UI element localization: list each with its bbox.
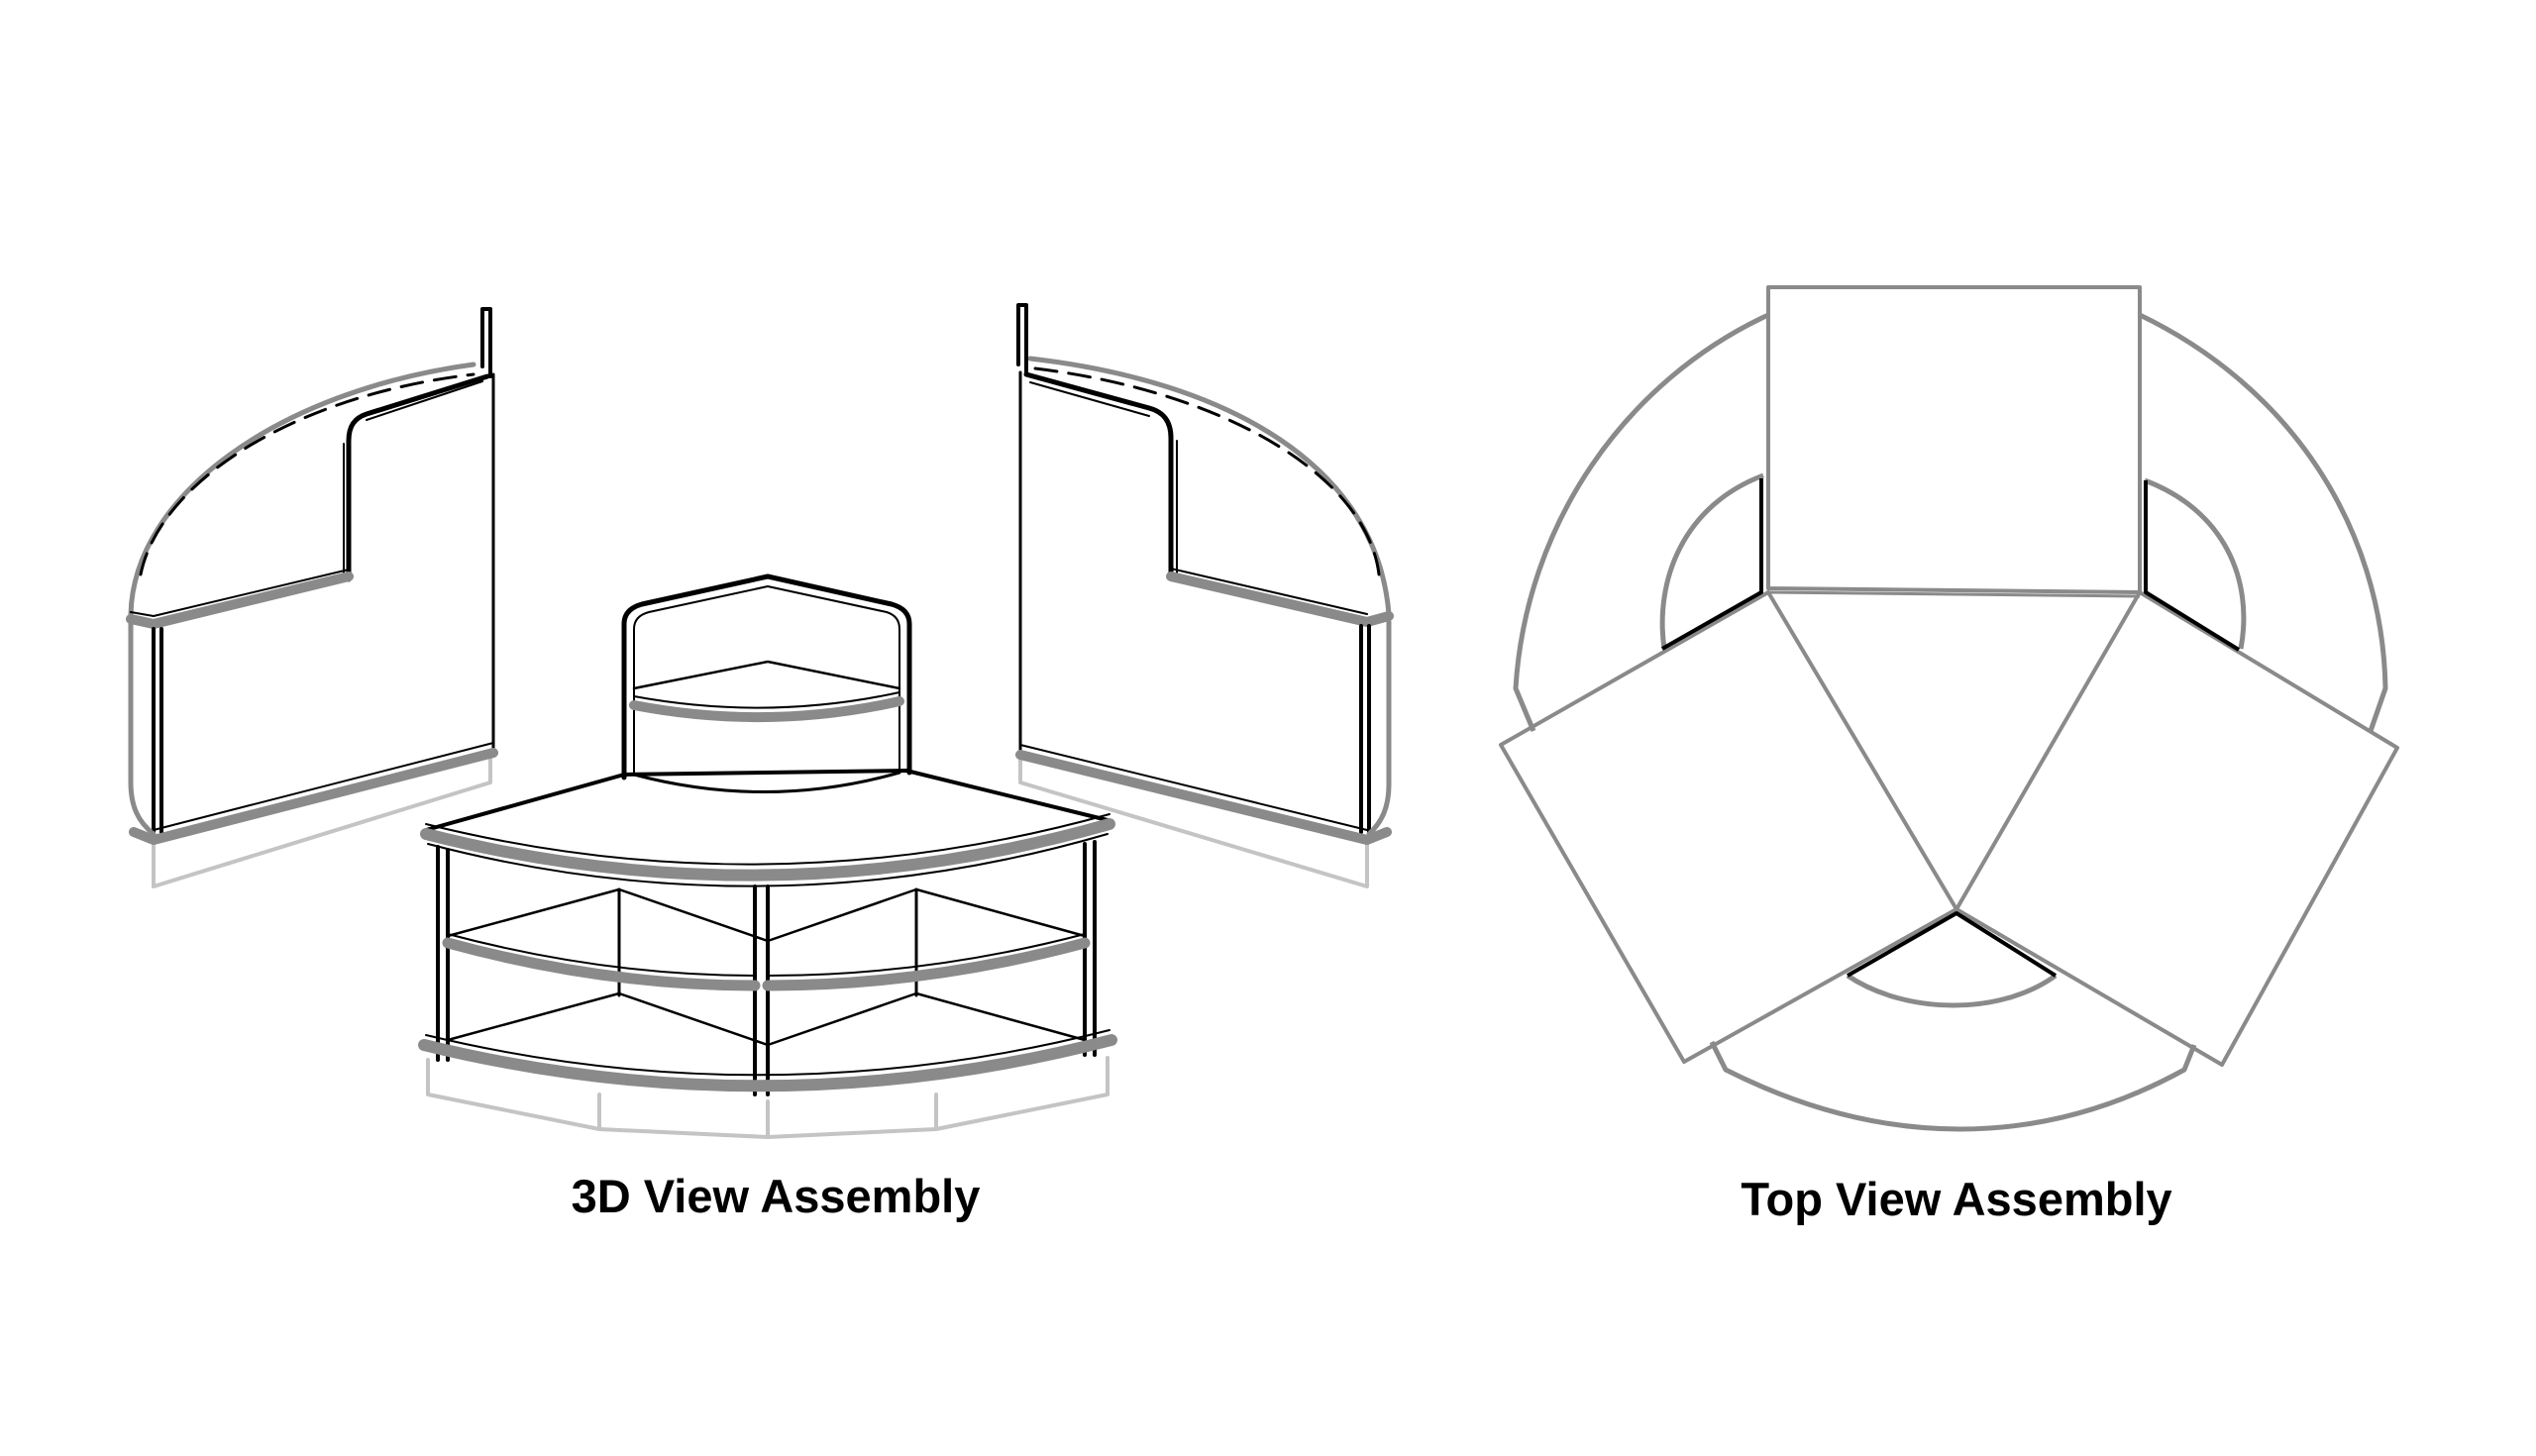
hutch-base-curve <box>632 771 901 793</box>
right-panel-post <box>1016 303 1028 376</box>
left-panel-mid-rail-line <box>130 569 350 617</box>
left-panel-post <box>480 307 492 378</box>
top-outer-arc-right <box>2138 312 2388 732</box>
top-inner-arc-bottom <box>1846 973 2058 1008</box>
shelf-plinth <box>426 1056 1110 1139</box>
hutch-shelf-line <box>633 691 900 709</box>
top-panel-right <box>1955 590 2399 1067</box>
top-outer-arc-left <box>1513 312 1770 732</box>
left-panel-front-edge <box>152 627 163 834</box>
corner-shelf-unit <box>418 573 1117 1139</box>
top-panel-back <box>1766 285 2142 594</box>
right-panel-mid-rail <box>1166 572 1394 627</box>
top-outer-arc-bottom <box>1709 1040 2197 1132</box>
middle-shelf-back <box>446 887 1087 943</box>
top-panel-left <box>1499 590 1958 1064</box>
top-view-group <box>1499 285 2399 1132</box>
caption-top-view: Top View Assembly <box>1741 1173 2172 1225</box>
right-panel-notch <box>1023 371 1174 577</box>
left-panel-front-side <box>128 621 157 837</box>
middle-shelf-front-line <box>447 933 1086 977</box>
lower-shelf-back <box>446 991 1087 1047</box>
left-panel-dome <box>128 362 476 617</box>
right-panel-front-edge <box>1359 624 1371 834</box>
right-panel-notch-inner <box>1029 381 1178 575</box>
left-panel <box>126 307 498 888</box>
3d-view-group <box>126 303 1394 1139</box>
top-inner-arc-right <box>2144 477 2247 650</box>
hutch-back-corner <box>632 660 901 690</box>
post-left <box>436 845 450 1062</box>
left-panel-bottom-rail-line <box>153 742 494 831</box>
hutch-top-outline <box>621 573 912 780</box>
left-panel-notch <box>346 373 490 582</box>
hutch-shelf <box>629 696 904 723</box>
right-panel <box>1015 303 1394 888</box>
left-panel-plinth <box>152 751 492 888</box>
top-inner-arc-left <box>1659 472 1764 650</box>
middle-shelf-front <box>442 937 1091 991</box>
bottom-rail-line <box>425 1029 1110 1077</box>
bottom-rail <box>418 1034 1117 1092</box>
top-trim-right <box>2144 480 2241 652</box>
right-panel-mid-rail-line <box>1170 568 1368 615</box>
countertop-outline <box>424 769 1110 832</box>
left-panel-dome-dash <box>139 372 476 576</box>
caption-3d-view: 3D View Assembly <box>571 1170 981 1222</box>
hutch-inner-outline <box>633 585 900 774</box>
post-right <box>1083 840 1097 1057</box>
right-panel-bottom-rail <box>1015 750 1392 845</box>
right-panel-bottom-rail-line <box>1019 744 1368 831</box>
right-panel-front-side <box>1366 619 1392 837</box>
left-panel-mid-rail <box>126 572 354 629</box>
countertop-front-line <box>425 813 1110 866</box>
top-center-divider <box>1767 590 2141 598</box>
right-panel-plinth <box>1018 753 1369 888</box>
countertop-front <box>420 818 1115 882</box>
top-trim-bottom <box>1847 911 2058 978</box>
left-panel-bottom-rail <box>129 748 498 845</box>
right-panel-dome-dash <box>1033 366 1381 576</box>
top-trim-left <box>1661 478 1763 651</box>
left-panel-notch-inner <box>343 380 483 580</box>
